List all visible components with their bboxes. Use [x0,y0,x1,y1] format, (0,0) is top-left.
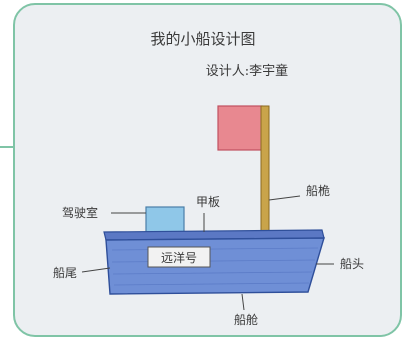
designer-line: 设计人:李宇童 [206,63,288,79]
label-stern: 船尾 [53,266,77,280]
hull-texture [111,247,319,286]
label-deck: 甲板 [196,195,220,209]
accent-line [0,146,14,148]
ship-name-plate [147,246,211,268]
label-lines [81,195,334,311]
flag [217,105,263,151]
ship-name: 远洋号 [161,250,197,265]
cabin [145,206,185,234]
drawing-title: 我的小船设计图 [150,30,255,48]
hull [105,237,325,295]
mast [260,105,270,233]
label-hull: 船舱 [234,313,258,327]
label-cabin: 驾驶室 [62,205,98,220]
label-bow: 船头 [340,257,364,271]
label-mast: 船桅 [306,183,330,198]
